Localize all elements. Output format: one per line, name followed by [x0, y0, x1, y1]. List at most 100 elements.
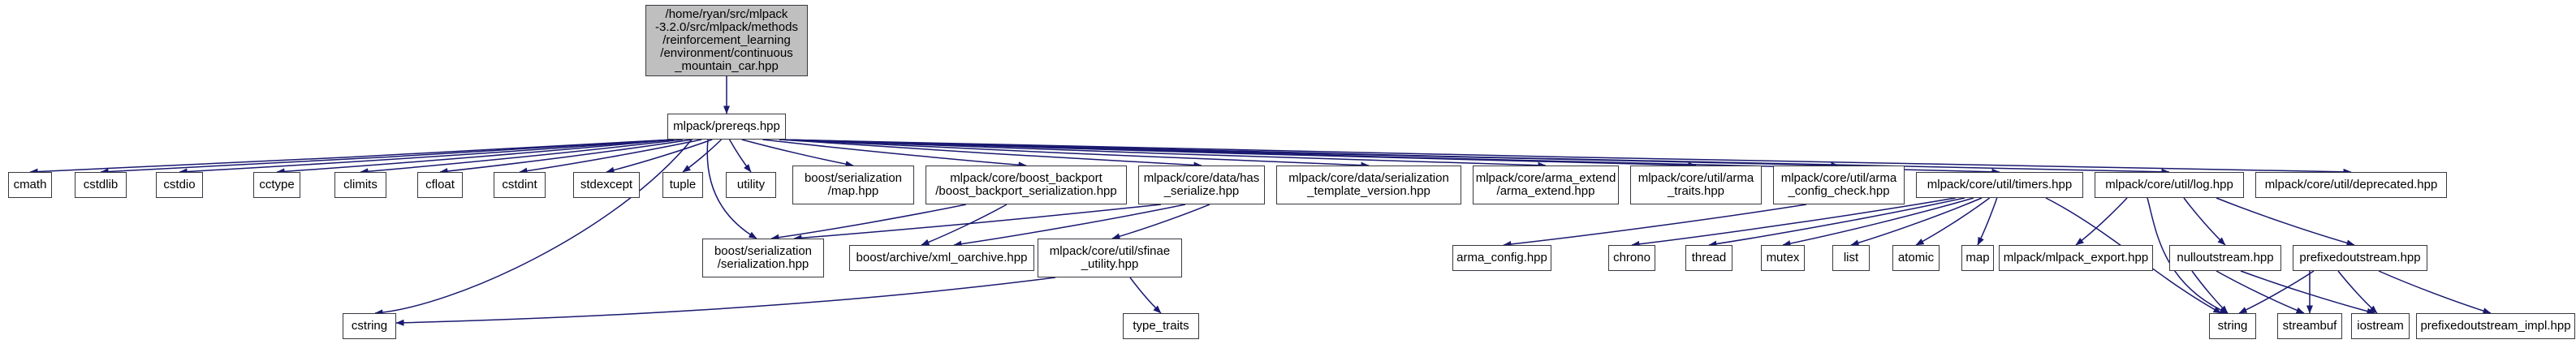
node-label: prefixedoutstream_impl.hpp [2420, 319, 2571, 333]
edge-prereqs-cstdio [179, 139, 675, 175]
node-boost_backport[interactable]: mlpack/core/boost_backport/boost_backpor… [926, 166, 1127, 204]
node-label: mlpack/core/data/has [1143, 171, 1260, 185]
edge-prefixedoutstream-string [2238, 270, 2315, 314]
node-prefix_impl[interactable]: prefixedoutstream_impl.hpp [2416, 313, 2575, 339]
node-cstdlib: cstdlib [75, 172, 127, 198]
node-deprecated[interactable]: mlpack/core/util/deprecated.hpp [2255, 172, 2447, 198]
node-label: boost/serialization [714, 244, 813, 258]
node-boost_serialization[interactable]: boost/serialization/serialization.hpp [702, 239, 824, 277]
edge-prereqs-cctype [276, 139, 675, 175]
node-label: /environment/continuous [660, 46, 793, 60]
node-ser_template[interactable]: mlpack/core/data/serialization_template_… [1276, 166, 1461, 204]
node-iostream: iostream [2351, 313, 2410, 339]
node-cfloat: cfloat [417, 172, 463, 198]
edge-prereqs-boost_ser_map [741, 139, 854, 168]
node-main[interactable]: /home/ryan/src/mlpack-3.2.0/src/mlpack/m… [645, 5, 808, 76]
edge-prefixedoutstream-iostream [2337, 270, 2378, 314]
edge-prereqs-arma_extend [779, 139, 1547, 169]
node-label: mlpack/core/util/arma [1780, 171, 1897, 185]
node-arma_extend[interactable]: mlpack/core/arma_extend/arma_extend.hpp [1473, 166, 1619, 204]
edge-prereqs-stdexcept [606, 139, 713, 174]
node-cstring: cstring [343, 313, 396, 339]
edge-prefixedoutstream-prefix_impl [2378, 270, 2492, 314]
node-boost_ser_map[interactable]: boost/serialization/map.hpp [792, 166, 914, 204]
node-timers[interactable]: mlpack/core/util/timers.hpp [1916, 172, 2083, 198]
node-label: mlpack/core/util/log.hpp [2105, 178, 2233, 191]
node-atomic: atomic [1892, 245, 1940, 271]
node-label: /boost_backport_serialization.hpp [935, 184, 1117, 198]
edge-boost_backport-xml_oarchive [921, 204, 1008, 246]
edge-prereqs-has_serialize [779, 139, 1202, 169]
node-cstdint: cstdint [494, 172, 546, 198]
node-sfinae[interactable]: mlpack/core/util/sfinae_utility.hpp [1038, 239, 1182, 277]
node-label: mutex [1766, 251, 1800, 264]
edge-prereqs-cfloat [439, 139, 693, 174]
edge-prereqs-utility [728, 139, 752, 173]
edge-arma_config_check-arma_config [1503, 204, 1807, 247]
node-chrono: chrono [1608, 245, 1655, 271]
edge-log-mlpack_export [2075, 197, 2128, 246]
node-label: prefixedoutstream.hpp [2299, 251, 2421, 264]
node-label: mlpack/prereqs.hpp [673, 119, 780, 133]
node-label: nulloutstream.hpp [2177, 251, 2274, 264]
node-label: stdexcept [580, 178, 633, 191]
node-arma_traits[interactable]: mlpack/core/util/arma_traits.hpp [1630, 166, 1762, 204]
edge-timers-list [1850, 197, 1983, 247]
node-label: cstdlib [83, 178, 119, 191]
node-label: _config_check.hpp [1788, 184, 1890, 198]
edge-nulloutstream-string [2191, 270, 2229, 314]
node-label: arma_config.hpp [1456, 251, 1547, 264]
edge-log-string [2147, 197, 2229, 314]
node-label: tuple [669, 178, 697, 191]
edge-prereqs-ser_template [779, 139, 1370, 169]
node-label: /serialization.hpp [717, 257, 809, 271]
node-label: iostream [2357, 319, 2404, 333]
node-label: cfloat [425, 178, 455, 191]
edge-sfinae-type_traits [1129, 277, 1162, 314]
node-mlpack_export[interactable]: mlpack/mlpack_export.hpp [1999, 245, 2153, 271]
edge-prereqs-tuple [682, 139, 723, 173]
node-label: cmath [13, 178, 47, 191]
node-prereqs[interactable]: mlpack/prereqs.hpp [667, 114, 786, 140]
node-nulloutstream[interactable]: nulloutstream.hpp [2169, 245, 2281, 271]
node-stdexcept: stdexcept [573, 172, 640, 198]
edge-prereqs-cstring [374, 139, 693, 316]
node-xml_oarchive[interactable]: boost/archive/xml_oarchive.hpp [849, 245, 1034, 271]
node-cmath: cmath [8, 172, 52, 198]
edge-boost_backport-boost_serialization [770, 204, 967, 241]
node-string: string [2209, 313, 2256, 339]
node-label: boost/archive/xml_oarchive.hpp [856, 251, 1028, 264]
node-label: cstdio [163, 178, 196, 191]
node-label: /arma_extend.hpp [1496, 184, 1595, 198]
node-label: mlpack/core/arma_extend [1475, 171, 1616, 185]
node-has_serialize[interactable]: mlpack/core/data/has_serialize.hpp [1138, 166, 1265, 204]
node-arma_config_check[interactable]: mlpack/core/util/arma_config_check.hpp [1773, 166, 1905, 204]
node-label: cstring [351, 319, 388, 333]
node-label: _mountain_car.hpp [675, 59, 779, 73]
edge-log-nulloutstream [2183, 197, 2226, 246]
node-thread: thread [1685, 245, 1732, 271]
node-log[interactable]: mlpack/core/util/log.hpp [2095, 172, 2244, 198]
edge-timers-atomic [1915, 197, 1991, 246]
node-label: climits [343, 178, 378, 191]
edge-prereqs-cstdint [519, 139, 702, 174]
edge-timers-thread [1708, 197, 1965, 247]
edge-prereqs-deprecated [779, 139, 2352, 175]
node-label: /reinforcement_learning [662, 33, 791, 47]
node-label: mlpack/core/util/timers.hpp [1927, 178, 2073, 191]
node-tuple: tuple [662, 172, 703, 198]
node-label: atomic [1897, 251, 1935, 264]
edge-nulloutstream-streambuf [2216, 270, 2305, 314]
edge-timers-chrono [1631, 197, 1956, 247]
node-map: map [1961, 245, 1994, 271]
node-list: list [1832, 245, 1870, 271]
node-label: thread [1691, 251, 1727, 264]
edge-prereqs-log [779, 139, 2170, 175]
edge-has_serialize-xml_oarchive [953, 204, 1186, 247]
edge-nulloutstream-iostream [2240, 270, 2375, 315]
node-label: _serialize.hpp [1163, 184, 1240, 198]
node-prefixedoutstream[interactable]: prefixedoutstream.hpp [2293, 245, 2427, 271]
node-arma_config[interactable]: arma_config.hpp [1452, 245, 1551, 271]
node-mutex: mutex [1761, 245, 1805, 271]
